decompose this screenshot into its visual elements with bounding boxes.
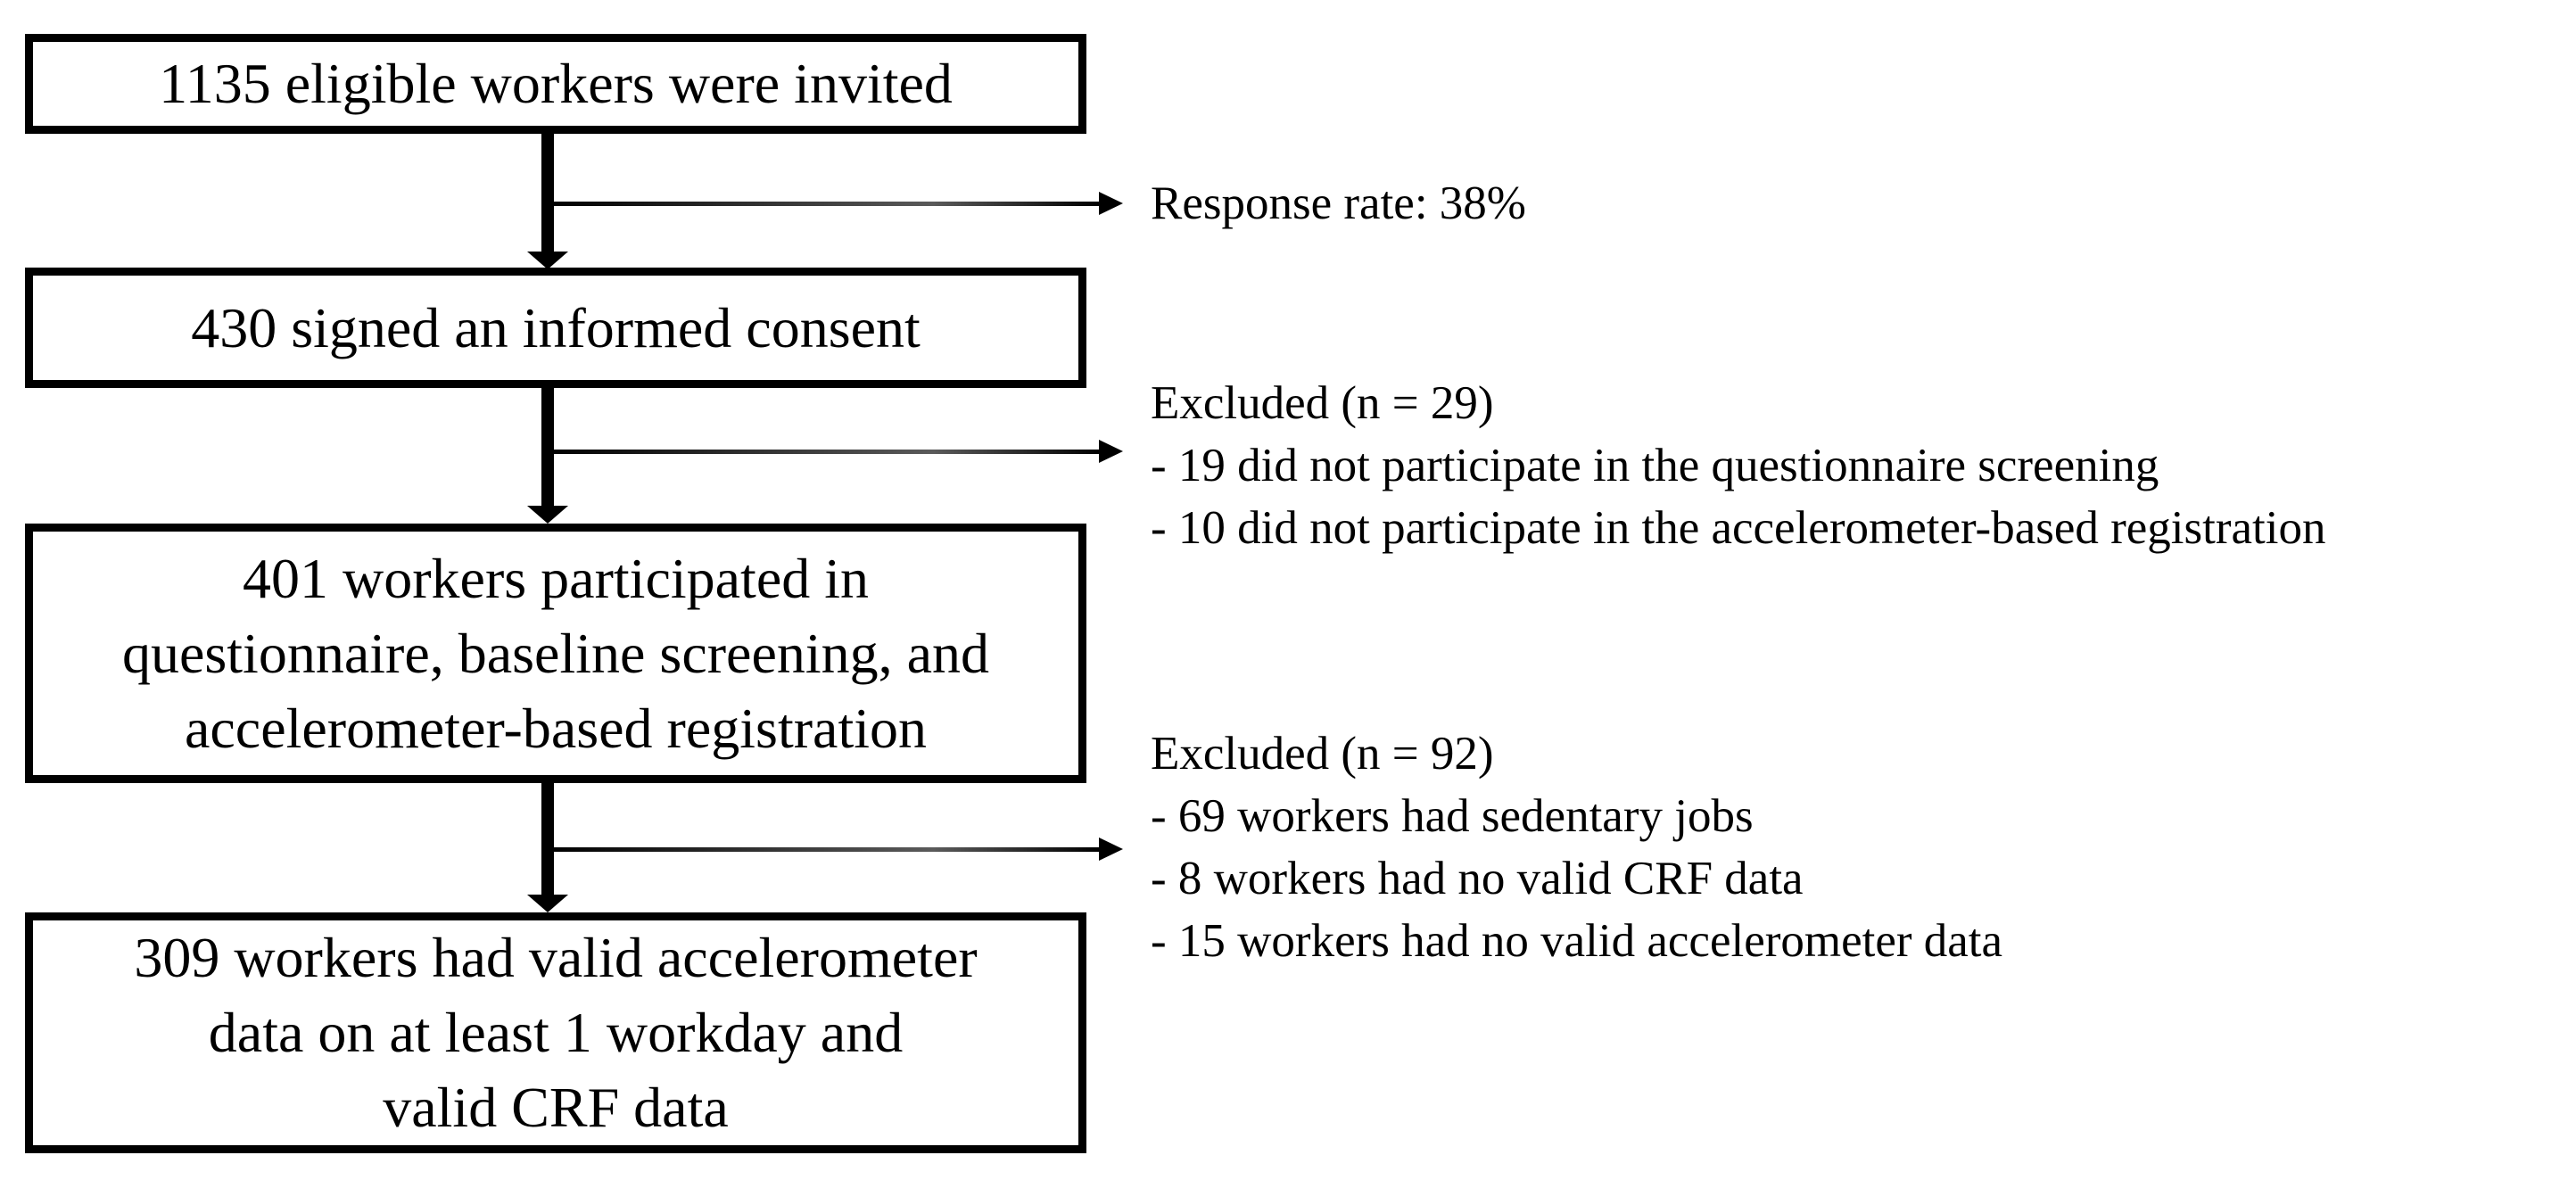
- down-arrow-stem-2: [541, 388, 554, 507]
- flow-box-text: 430 signed an informed consent: [191, 295, 921, 359]
- flow-box-text: 1135 eligible workers were invited: [159, 52, 953, 115]
- down-arrow-stem-3: [541, 783, 554, 896]
- flow-box-text: 401 workers participated in: [243, 546, 869, 610]
- flow-box-invited: 1135 eligible workers were invited: [25, 34, 1086, 134]
- down-arrowhead-icon-1: [527, 252, 568, 269]
- branch-arrowhead-icon-2: [1099, 440, 1123, 463]
- note-line: Response rate: 38%: [1151, 177, 1526, 229]
- side-note-response-rate: Response rate: 38%: [1151, 172, 1526, 235]
- flow-box-text: 309 workers had valid accelerometer: [134, 926, 978, 989]
- branch-arrow-line-1: [548, 202, 1099, 206]
- branch-arrowhead-icon-1: [1099, 192, 1123, 215]
- flow-box-text: valid CRF data: [383, 1076, 729, 1139]
- side-note-excluded-92: Excluded (n = 92) - 69 workers had seden…: [1151, 722, 2002, 972]
- branch-arrow-line-3: [548, 847, 1099, 852]
- note-line: Excluded (n = 92): [1151, 728, 1494, 780]
- branch-arrow-line-2: [548, 450, 1099, 454]
- note-line: - 19 did not participate in the question…: [1151, 440, 2159, 491]
- down-arrow-stem-1: [541, 134, 554, 253]
- down-arrowhead-icon-2: [527, 506, 568, 524]
- flow-box-participated: 401 workers participated in questionnair…: [25, 524, 1086, 783]
- note-line: Excluded (n = 29): [1151, 377, 1494, 429]
- down-arrowhead-icon-3: [527, 895, 568, 912]
- branch-arrowhead-icon-3: [1099, 838, 1123, 861]
- flow-box-consent: 430 signed an informed consent: [25, 268, 1086, 388]
- flow-box-text: questionnaire, baseline screening, and: [121, 621, 990, 685]
- note-line: - 10 did not participate in the accelero…: [1151, 502, 2326, 554]
- side-note-excluded-29: Excluded (n = 29) - 19 did not participa…: [1151, 372, 2326, 559]
- note-line: - 8 workers had no valid CRF data: [1151, 853, 1804, 904]
- flow-box-text: data on at least 1 workday and: [208, 1001, 904, 1064]
- flow-box-text: accelerometer-based registration: [184, 696, 928, 760]
- note-line: - 15 workers had no valid accelerometer …: [1151, 915, 2003, 967]
- note-line: - 69 workers had sedentary jobs: [1151, 790, 1754, 842]
- flow-box-valid-data: 309 workers had valid accelerometer data…: [25, 912, 1086, 1153]
